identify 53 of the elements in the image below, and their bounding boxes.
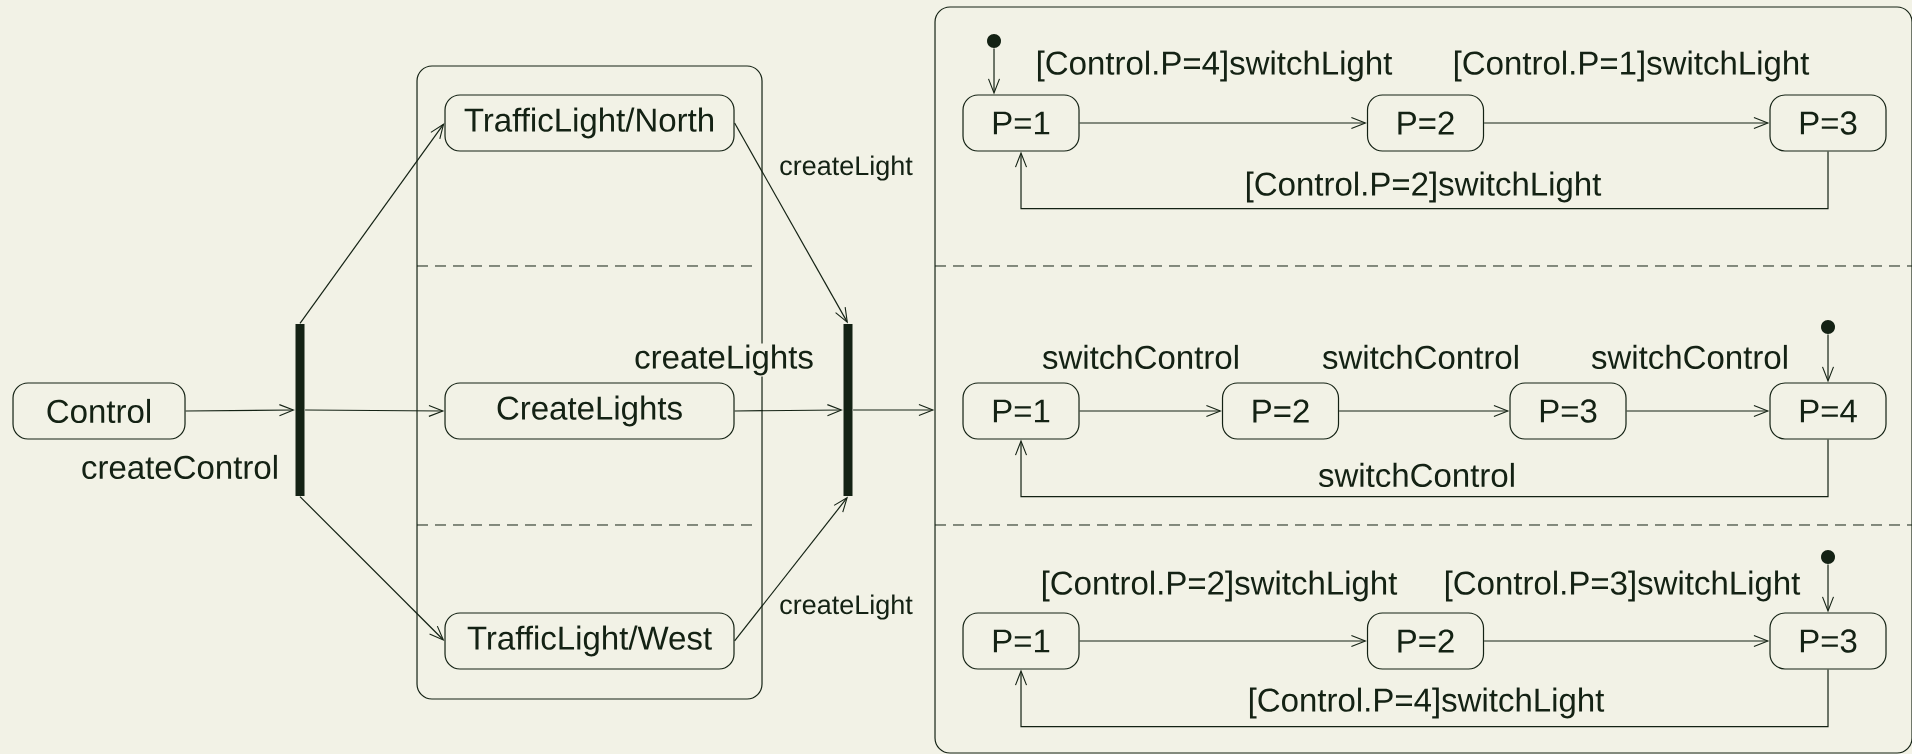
edge-label: createLights	[633, 343, 815, 377]
edge-label: createControl	[82, 454, 277, 480]
sync-bar	[295, 324, 305, 496]
initial-dot	[1821, 550, 1835, 564]
edge-label: [Control.P=2]switchLight	[1247, 171, 1602, 203]
arrow	[304, 404, 445, 417]
arrow	[1626, 404, 1770, 418]
edge-label: [Control.P=2]switchLight	[1043, 570, 1398, 602]
arrow	[734, 496, 848, 642]
edge-label: [Control.P=4]switchLight	[1250, 687, 1605, 719]
arrow	[1014, 151, 1829, 210]
state-box: Control	[12, 382, 186, 440]
edge-label: switchControl	[1042, 344, 1238, 370]
arrow	[299, 496, 445, 641]
state-box: P=1	[962, 94, 1080, 152]
edge-label: switchControl	[1591, 344, 1787, 370]
edge-label: [Control.P=4]switchLight	[1038, 50, 1393, 82]
edge-label: switchControl	[1318, 462, 1514, 488]
state-box: TrafficLight/North	[444, 94, 735, 152]
state-box: P=2	[1366, 612, 1485, 670]
arrow	[1821, 564, 1835, 613]
arrow	[1014, 669, 1829, 728]
initial-dot	[1821, 320, 1835, 334]
arrow	[734, 404, 843, 417]
arrow	[1483, 116, 1770, 130]
state-box: P=2	[1366, 94, 1485, 152]
arrow	[1014, 439, 1829, 498]
edge-label: [Control.P=1]switchLight	[1455, 50, 1810, 82]
arrow	[1079, 404, 1222, 418]
edge-label: createLight	[780, 594, 913, 620]
arrow	[1483, 634, 1770, 648]
state-box: P=2	[1221, 382, 1340, 440]
state-box: P=4	[1769, 382, 1887, 440]
arrow	[987, 48, 1001, 95]
state-box: TrafficLight/West	[444, 612, 735, 670]
arrow	[1821, 334, 1835, 383]
edge-label: [Control.P=3]switchLight	[1446, 570, 1801, 602]
state-box: P=1	[962, 612, 1080, 670]
arrow	[1338, 404, 1510, 418]
arrow	[852, 403, 935, 417]
state-box: P=3	[1769, 94, 1887, 152]
state-box: P=1	[962, 382, 1080, 440]
state-box: CreateLights	[444, 382, 735, 440]
edge-label: switchControl	[1322, 344, 1518, 370]
state-box: P=3	[1769, 612, 1887, 670]
arrow	[1079, 116, 1367, 130]
sync-bar	[843, 324, 853, 496]
edge-label: createLight	[780, 155, 913, 181]
initial-dot	[987, 34, 1001, 48]
state-box: P=3	[1509, 382, 1627, 440]
arrow	[185, 404, 295, 417]
arrow	[299, 123, 445, 324]
arrow	[1079, 634, 1367, 648]
